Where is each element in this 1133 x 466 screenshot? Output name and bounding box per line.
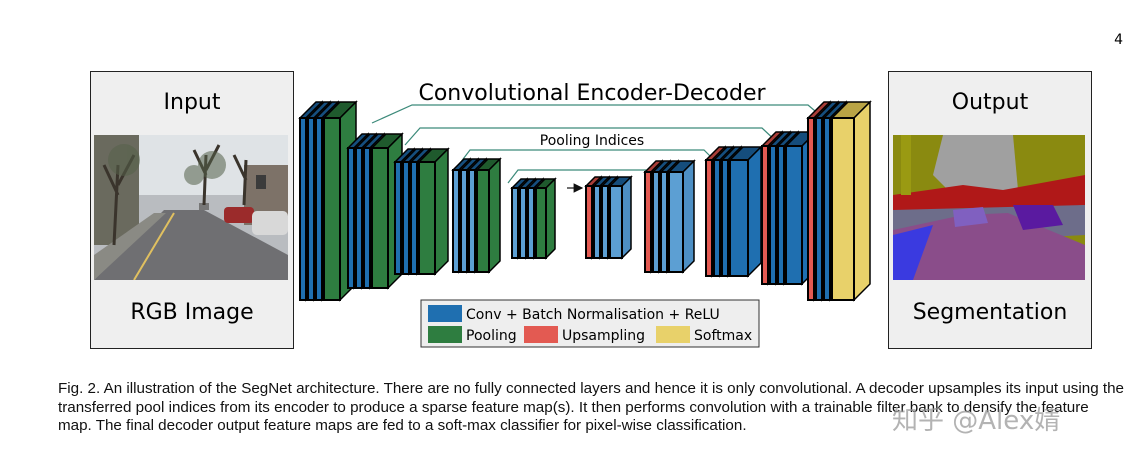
layer-slab-pooling [417, 147, 450, 276]
layer-slab-conv [608, 175, 633, 260]
legend: Conv + Batch Normalisation + ReLU Poolin… [420, 299, 760, 348]
pooling-indices-label: Pooling Indices [540, 133, 644, 149]
legend-label-softmax: Softmax [694, 328, 752, 344]
legend-swatch-upsampling [524, 326, 558, 343]
legend-label-conv: Conv + Batch Normalisation + ReLU [466, 307, 720, 323]
diagram-title: Convolutional Encoder-Decoder [418, 81, 766, 106]
segnet-architecture-diagram: Convolutional Encoder-Decoder Pooling In… [298, 81, 872, 348]
page-number: 4 [1114, 32, 1123, 48]
layer-slab-conv [667, 159, 696, 274]
legend-swatch-conv [428, 305, 462, 322]
watermark: 知乎 @Alex婧 [892, 406, 1061, 436]
layer-blocks [298, 100, 872, 302]
legend-label-upsampling: Upsampling [562, 328, 645, 344]
input-panel: Input RGB Image [90, 71, 294, 349]
input-subtitle: RGB Image [130, 300, 254, 325]
legend-swatch-softmax [656, 326, 690, 343]
input-rgb-image [94, 135, 288, 280]
output-title: Output [951, 90, 1029, 115]
output-panel: Output Segmentation [888, 71, 1092, 349]
layer-slab-conv [728, 145, 763, 278]
layer-slab-pooling [475, 157, 502, 274]
input-title: Input [163, 90, 221, 115]
layer-slab-pooling [534, 177, 557, 260]
figure-caption: Fig. 2. An illustration of the SegNet ar… [58, 380, 1124, 434]
legend-label-pooling: Pooling [466, 328, 517, 344]
legend-swatch-pooling [428, 326, 462, 343]
output-segmentation-image [893, 135, 1085, 280]
layer-slab-softmax [830, 100, 872, 302]
output-subtitle: Segmentation [912, 300, 1068, 325]
